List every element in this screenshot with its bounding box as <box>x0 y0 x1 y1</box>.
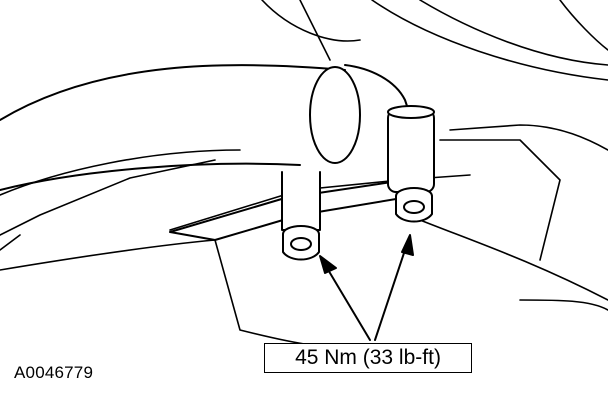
leader-line-right <box>374 246 407 341</box>
vehicle-body-outline <box>0 0 608 348</box>
leader-arrows <box>319 234 414 341</box>
hanger-nut-left <box>282 225 320 261</box>
arrowhead-left <box>319 255 337 274</box>
exhaust-pipe <box>0 64 361 191</box>
rubber-isolator <box>387 105 435 193</box>
figure-id: A0046779 <box>14 363 94 382</box>
leader-line-left <box>326 267 371 341</box>
torque-spec-callout: 45 Nm (33 lb-ft) <box>264 343 472 373</box>
hanger-nut-right <box>395 187 433 223</box>
hanger-bracket <box>169 64 421 241</box>
arrowhead-right <box>401 234 414 256</box>
